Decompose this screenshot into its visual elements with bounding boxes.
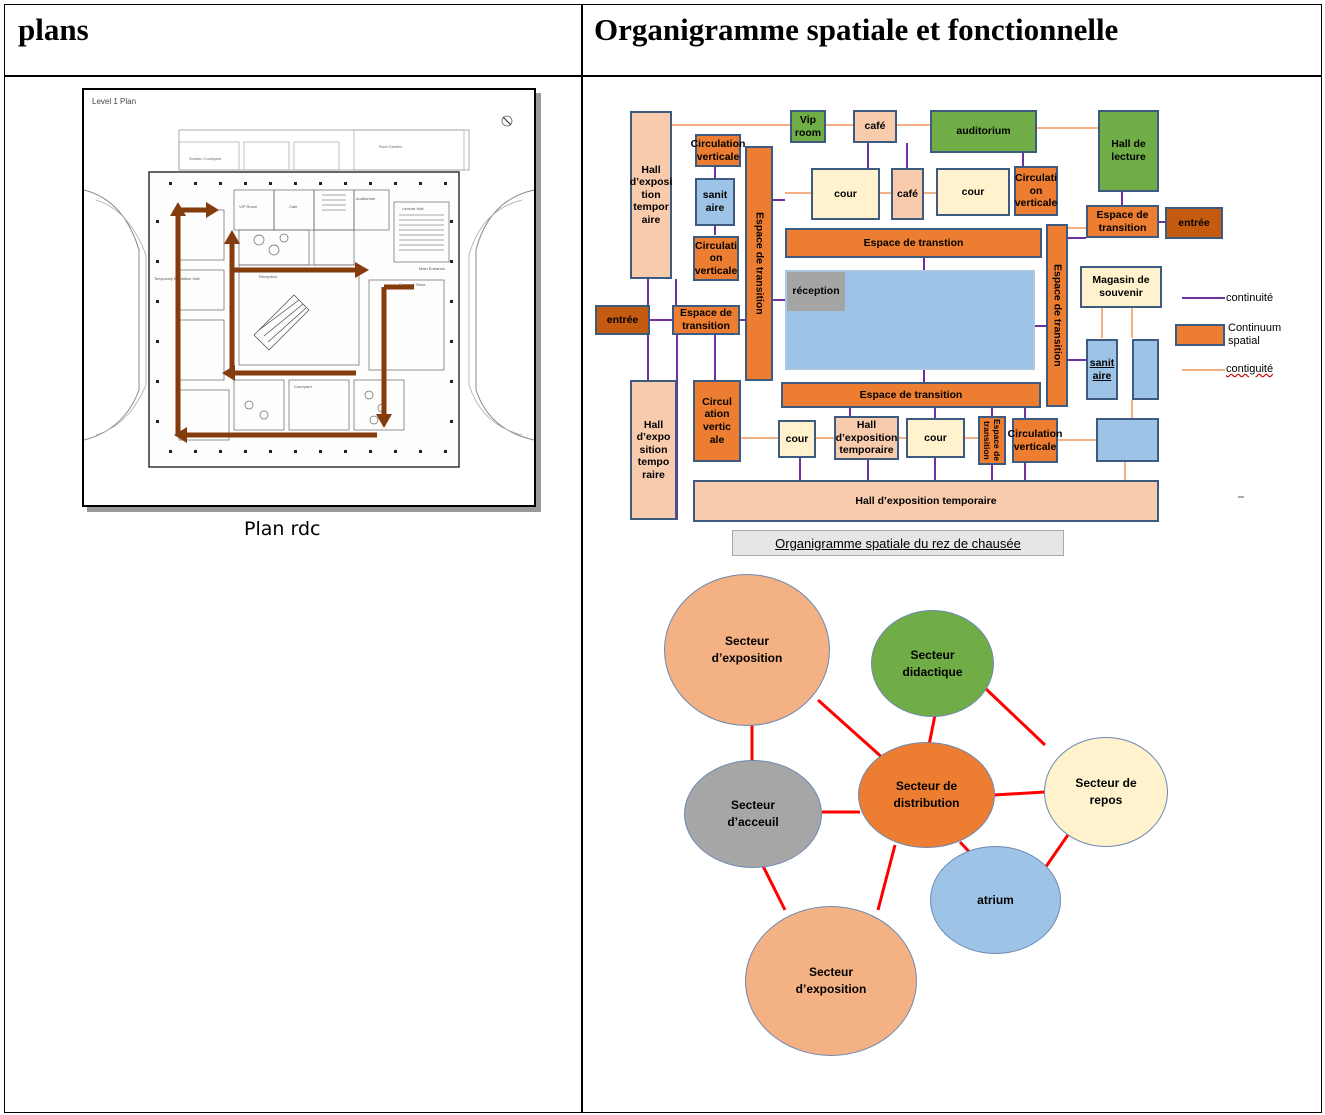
box-espace-transtion: Espace de transtion	[785, 228, 1042, 258]
floor-plan-image: Level 1 Plan Sunken Courtyard Roof Garde…	[82, 88, 536, 507]
box-espace-trans-bottom: Espace de transition	[781, 382, 1041, 408]
plan-label-sunken: Sunken Courtyard	[189, 156, 221, 161]
box-entree-right: entrée	[1165, 207, 1223, 239]
plan-label-entrance: Main Entrance	[419, 266, 446, 271]
box-sanitaire-1: sanit aire	[695, 178, 735, 226]
plan-title: Level 1 Plan	[92, 97, 136, 106]
box-cour-1: cour	[811, 168, 880, 220]
bubble-repos: Secteur de repos	[1044, 737, 1168, 847]
contiguite-lines	[672, 124, 1133, 480]
box-cafe-top: café	[853, 110, 897, 143]
plan-label-vip: VIP Room	[239, 204, 258, 209]
box-hall-lecture: Hall de lecture	[1098, 110, 1159, 192]
legend-continuum-swatch	[1175, 324, 1225, 346]
bubble-didactique: Secteur didactique	[871, 610, 994, 717]
box-reception: réception	[787, 272, 845, 311]
box-blue-small	[1096, 418, 1159, 462]
header-divider	[5, 75, 1321, 77]
box-espace-trans-left: Espace de transition	[672, 305, 740, 335]
bubble-expo-bottom: Secteur d’exposition	[745, 906, 917, 1056]
organigram-caption: Organigramme spatiale du rez de chausée	[732, 530, 1064, 556]
box-espace-trans-vert-left: Espace de transition	[745, 146, 773, 381]
header-organigramme: Organigramme spatiale et fonctionnelle	[594, 12, 1119, 47]
box-circ-vert-4: Circul ation vertic ale	[693, 380, 741, 462]
plan-label-auditorium: Auditorium	[356, 196, 376, 201]
plan-label-courtyard: Courtyard	[294, 384, 312, 389]
box-circ-vert-2: Circulati on verticale	[693, 236, 739, 281]
box-magasin: Magasin de souvenir	[1080, 266, 1162, 308]
column-divider	[581, 5, 583, 1112]
box-cour-4: cour	[906, 418, 965, 458]
box-cafe-2: café	[891, 168, 924, 220]
box-espace-trans-right-top: Espace de transition	[1086, 205, 1159, 238]
box-circ-vert-5: Circulation verticale	[1008, 418, 1062, 463]
box-circ-vert-1: Circulation verticale	[691, 134, 745, 167]
box-sanitaire-3	[1132, 339, 1159, 400]
box-auditorium: auditorium	[930, 110, 1037, 153]
plan-label-reception: Reception	[259, 274, 277, 279]
box-cour-3: cour	[778, 420, 816, 458]
box-espace-trans-vert-right: Espace de transition	[1046, 224, 1068, 407]
box-hall-expo-left-top: Hall d’exposi tion tempor aire	[630, 111, 672, 279]
bubble-links	[750, 686, 1072, 911]
legend-continuite: continuité	[1226, 292, 1274, 304]
box-hall-expo-bottom: Hall d’exposition temporaire	[693, 480, 1159, 522]
bubble-accueil: Secteur d’acceuil	[684, 760, 822, 868]
box-hall-expo-left-bottom: Hall d’expo sition tempo raire	[630, 380, 677, 520]
header-plans: plans	[18, 12, 89, 47]
box-entree-left: entrée	[595, 305, 650, 335]
legend-contiguite: contiguité	[1226, 363, 1274, 375]
bubble-expo-top: Secteur d’exposition	[664, 574, 830, 726]
plan-label-cafe: Cafe	[289, 204, 298, 209]
legend-continuum: Continuum spatial	[1228, 322, 1282, 348]
box-hall-expo-mid: Hall d’exposition temporaire	[834, 416, 899, 460]
bubble-atrium: atrium	[930, 846, 1061, 954]
plan-label-lecture: Lecture Hall	[402, 206, 423, 211]
box-cour-2: cour	[936, 168, 1010, 216]
bubble-distribution: Secteur de distribution	[858, 742, 995, 848]
plan-label-roof: Roof Garden	[379, 144, 402, 149]
box-circ-vert-3: Circulati on verticale	[1014, 166, 1058, 216]
box-sanitaire-2: sanit aire	[1086, 339, 1118, 400]
layout-table	[4, 4, 1322, 1113]
box-espace-trans-small: Espace de transition	[978, 416, 1006, 465]
box-vip-room: Vip room	[790, 110, 826, 143]
plan-caption: Plan rdc	[244, 518, 321, 540]
floor-plan-drawing: Level 1 Plan Sunken Courtyard Roof Garde…	[84, 97, 534, 468]
